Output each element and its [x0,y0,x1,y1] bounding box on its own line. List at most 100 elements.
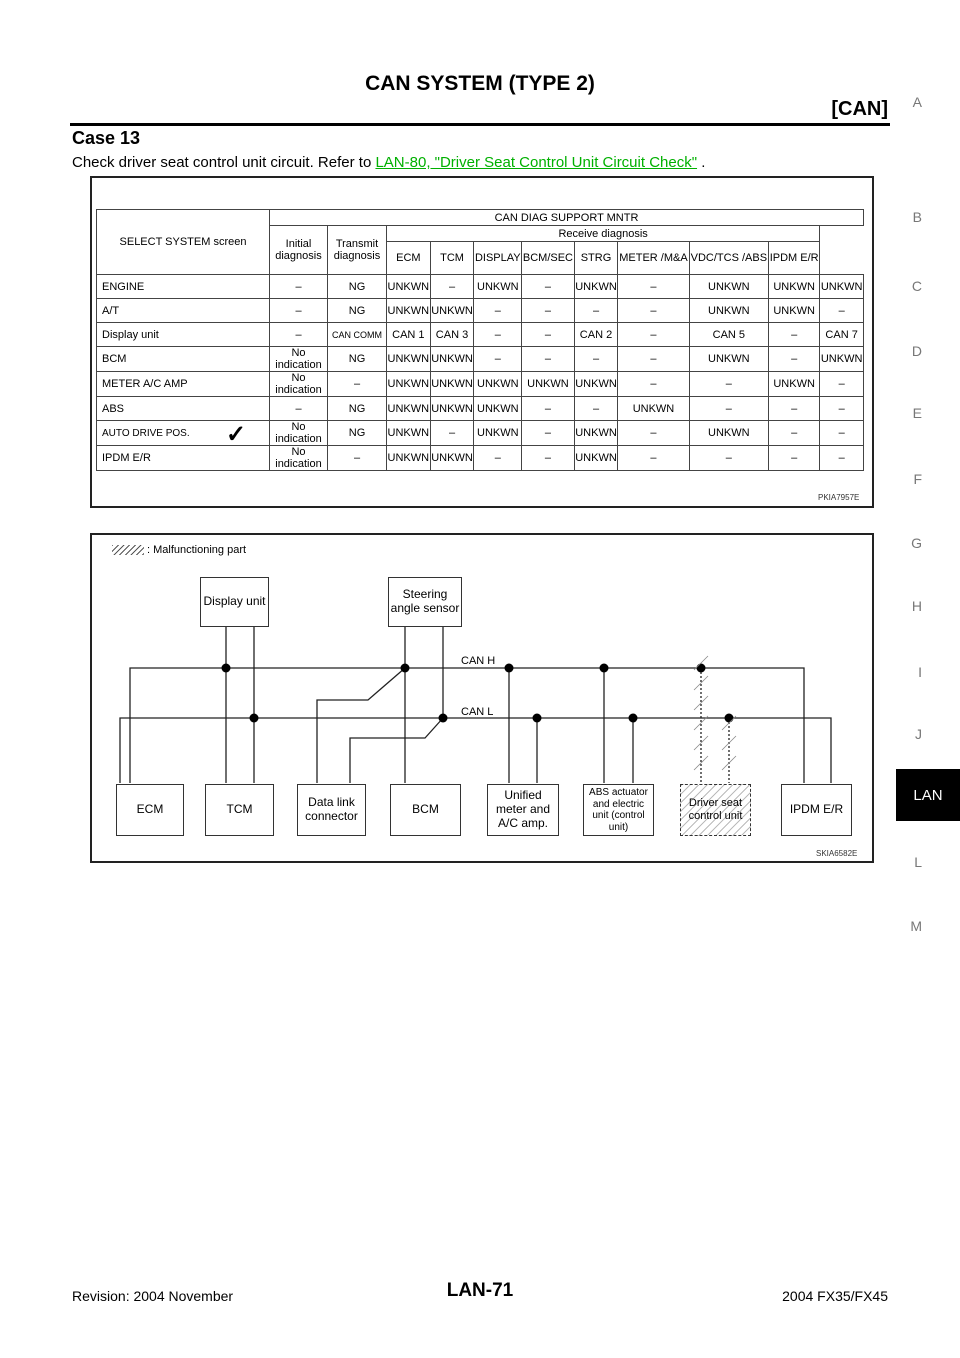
diagnosis-table-figure [90,176,874,508]
side-index-d[interactable]: D [911,343,922,359]
can-h-label: CAN H [461,655,496,667]
table-cell: – [768,346,821,372]
side-index-a[interactable]: A [912,94,922,110]
abs-actuator-box: ABS actuator and electric unit (control … [583,784,654,836]
check-mark-icon: ✓ [226,421,247,448]
header-rule [70,123,890,126]
ecm-box: ECM [116,784,184,836]
table-cell: – [269,322,328,347]
table-cell: – [473,298,523,323]
side-index-b[interactable]: B [912,209,922,225]
side-index-m[interactable]: M [910,918,922,934]
table-cell: UNKWN [819,274,864,299]
row-system-label: Display unit [96,322,270,347]
can-h-line [129,667,805,783]
junction-dot [221,663,231,673]
can-l-label: CAN L [461,706,494,718]
table-cell: UNKWN [386,445,431,471]
table-cell: UNKWN [386,371,431,397]
junction-dot [438,713,448,723]
junction-dot [400,663,410,673]
table-cell: UNKWN [573,445,619,471]
receive-col-tcm: TCM [429,241,475,275]
row-system-label: METER A/C AMP [96,371,270,397]
page-number: LAN-71 [446,1280,514,1301]
case-title: Case 13 [72,128,141,148]
table-cell: UNKWN [688,420,770,446]
transmit-diagnosis-header: Transmit diagnosis [327,225,387,275]
receive-col-bcm-sec: BCM/SEC [521,241,575,275]
section-tag: [CAN] [831,98,888,120]
table-cell: – [327,371,387,397]
table-cell: – [521,298,575,323]
select-system-header: SELECT SYSTEM screen [96,209,270,275]
table-cell: UNKWN [573,274,619,299]
dlc-can-l-wire [349,717,444,783]
figure-code-diagram: SKIA6582E [816,849,858,858]
reference-link[interactable]: LAN-80, "Driver Seat Control Unit Circui… [375,154,698,171]
side-index-h[interactable]: H [911,598,922,614]
table-cell: UNKWN [429,445,475,471]
can-diag-table: SELECT SYSTEM screen CAN DIAG SUPPORT MN… [96,209,864,471]
junction-dot [696,663,706,673]
side-index-l[interactable]: L [914,854,922,870]
table-cell: No indication [269,420,328,446]
instruction-prefix: Check driver seat control unit circuit. … [72,154,376,171]
dlc-can-h-wire [316,667,406,783]
row-system-label: ENGINE [96,274,270,299]
table-cell: – [573,298,619,323]
table-cell: CAN 7 [819,322,864,347]
table-cell: CAN 5 [688,322,770,347]
table-cell: NG [327,298,387,323]
side-index-j[interactable]: J [915,726,922,742]
table-cell: UNKWN [473,371,523,397]
table-cell: – [521,445,575,471]
table-cell: – [473,445,523,471]
can-l-line [119,717,832,783]
side-index-g[interactable]: G [911,535,922,551]
table-cell: UNKWN [429,371,475,397]
receive-col-vdc: VDC/TCS /ABS [688,241,770,275]
side-index-i[interactable]: I [918,664,922,680]
table-cell: – [688,371,770,397]
table-cell: – [768,420,821,446]
receive-col-ipdm: IPDM E/R [768,241,821,275]
table-cell: UNKWN [386,420,431,446]
table-cell: – [429,420,475,446]
table-cell: – [327,445,387,471]
table-cell: – [819,445,864,471]
tcm-box: TCM [205,784,274,836]
side-index-e[interactable]: E [912,405,922,421]
table-cell: UNKWN [386,298,431,323]
junction-dot [628,713,638,723]
table-cell: UNKWN [768,298,821,323]
side-index-lan-tab[interactable]: LAN [896,769,960,821]
table-cell: – [573,396,619,421]
table-cell: No indication [269,346,328,372]
bcm-box: BCM [390,784,461,836]
side-index-c[interactable]: C [911,278,922,294]
table-cell: – [617,322,690,347]
revision-text: Revision: 2004 November [72,1288,234,1304]
instruction-text: Check driver seat control unit circuit. … [72,154,705,171]
can-diag-support-header: CAN DIAG SUPPORT MNTR [269,209,864,226]
side-index-f[interactable]: F [913,471,922,487]
figure-code-table: PKIA7957E [818,493,860,502]
receive-col-meter: METER /M&A [617,241,690,275]
steering-angle-sensor-box: Steering angle sensor [388,577,462,627]
junction-dot [532,713,542,723]
table-cell: UNKWN [386,274,431,299]
receive-col-display: DISPLAY [473,241,523,275]
table-cell: UNKWN [473,420,523,446]
unified-meter-box: Unified meter and A/C amp. [487,784,559,836]
table-cell: – [819,371,864,397]
table-cell: – [473,346,523,372]
driver-seat-control-unit-box: Driver seat control unit [680,784,751,836]
table-cell: – [819,420,864,446]
